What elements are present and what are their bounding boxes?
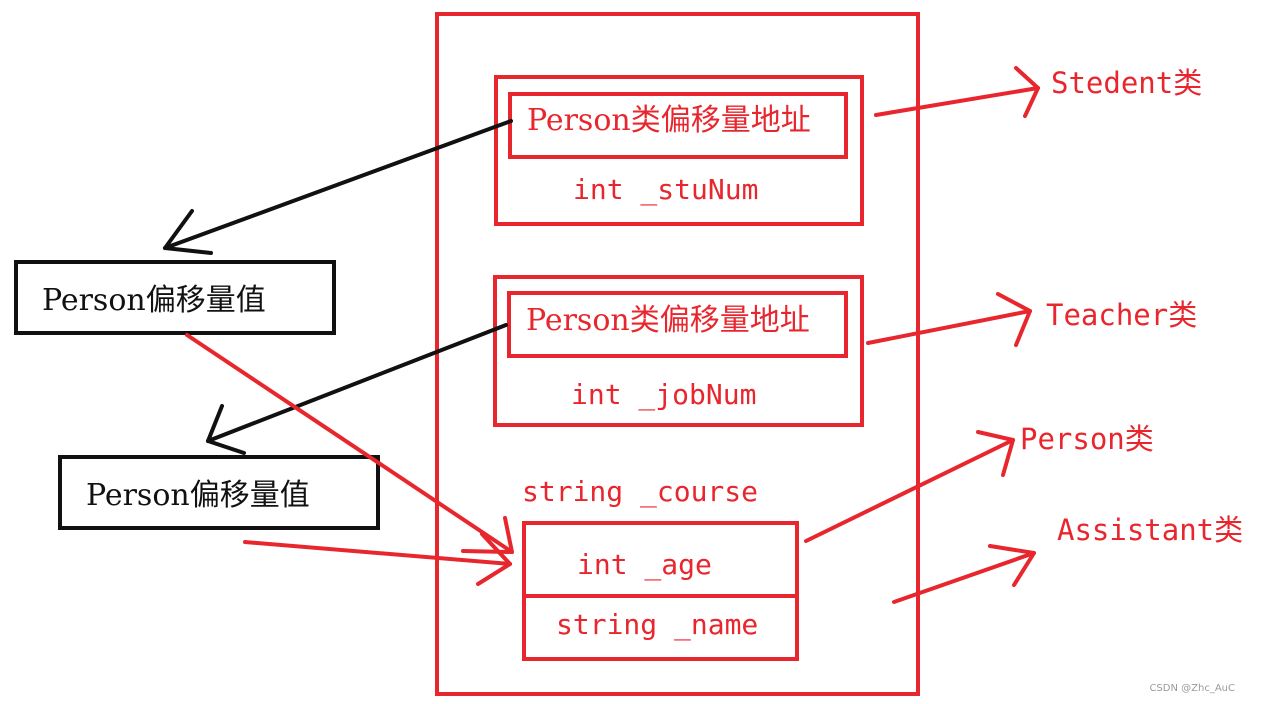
student-vbptr-label: Person类偏移量地址 — [527, 103, 811, 138]
class-label-teacher: Teacher类 — [1046, 298, 1198, 332]
red-arrow-assistant-head — [988, 544, 1036, 587]
red-arrow-offset-1 — [185, 333, 514, 554]
black-arrow-2-head — [206, 404, 246, 455]
assistant-member-course: string _course — [522, 475, 759, 508]
class-label-assistant: Assistant类 — [1057, 513, 1244, 547]
class-label-student: Stedent类 — [1051, 66, 1203, 100]
black-arrow-1 — [163, 119, 513, 250]
offset-value-label-2: Person偏移量值 — [86, 478, 310, 513]
red-arrow-person — [804, 438, 1015, 543]
person-member-name: string _name — [556, 608, 759, 641]
red-arrow-person-head — [976, 430, 1015, 477]
watermark: CSDN @Zhc_AuC — [1149, 683, 1235, 694]
offset-value-label-1: Person偏移量值 — [42, 283, 266, 318]
teacher-member-jobnum: int _jobNum — [571, 378, 757, 411]
student-vbptr-box — [508, 92, 848, 159]
offset-value-box-1 — [14, 260, 336, 335]
class-label-person: Person类 — [1020, 422, 1154, 456]
red-arrow-offset-1-head — [461, 516, 514, 554]
person-member-age: int _age — [577, 548, 712, 581]
student-member-stunum: int _stuNum — [573, 173, 759, 206]
red-arrow-teacher-head — [996, 292, 1032, 347]
person-block-divider — [522, 594, 799, 598]
teacher-vbptr-box — [507, 291, 848, 358]
black-arrow-2 — [206, 323, 508, 443]
red-arrow-offset-2 — [243, 540, 512, 566]
teacher-block — [493, 275, 864, 427]
red-arrow-student — [874, 86, 1040, 117]
teacher-vbptr-label: Person类偏移量地址 — [526, 303, 810, 338]
red-arrow-student-head — [1014, 66, 1040, 118]
black-arrow-1-head — [163, 209, 213, 255]
person-block — [522, 521, 799, 661]
red-arrow-teacher — [866, 309, 1032, 345]
offset-value-box-2 — [58, 455, 380, 530]
red-arrow-offset-2-head — [476, 532, 512, 586]
student-block — [494, 75, 864, 226]
red-arrow-assistant — [892, 551, 1036, 604]
